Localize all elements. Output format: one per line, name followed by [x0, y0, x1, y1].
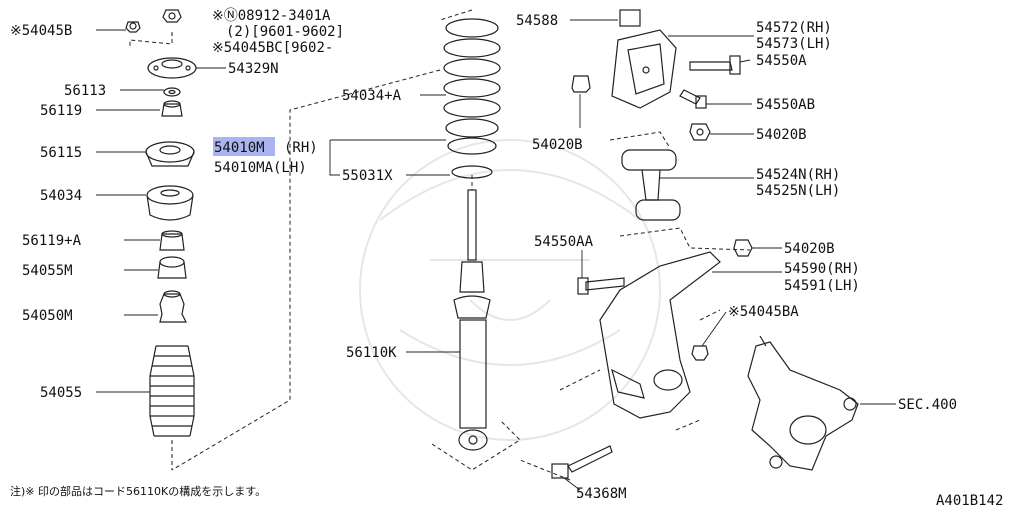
- part-54550A-bolt[interactable]: [689, 55, 741, 75]
- label-54020B-c[interactable]: 54020B: [784, 241, 835, 257]
- part-54550AB-bolt[interactable]: [679, 89, 707, 109]
- label-54055[interactable]: 54055: [40, 385, 82, 401]
- label-54045BC[interactable]: ※54045BC[9602-: [212, 40, 333, 56]
- label-SEC400[interactable]: SEC.400: [898, 397, 957, 413]
- label-54010M[interactable]: 54010M: [214, 140, 265, 156]
- label-56115[interactable]: 56115: [40, 145, 82, 161]
- label-54010M-side: (RH): [284, 140, 318, 156]
- watermark-emblem: [359, 139, 661, 441]
- label-54588[interactable]: 54588: [516, 13, 558, 29]
- label-54329N[interactable]: 54329N: [228, 61, 279, 77]
- part-54329N-mount[interactable]: [147, 57, 197, 79]
- part-54020B-nut-c[interactable]: [733, 239, 753, 257]
- part-54055-dust-boot[interactable]: [149, 345, 195, 437]
- part-54045B-nut[interactable]: [125, 21, 141, 33]
- label-56110K[interactable]: 56110K: [346, 345, 397, 361]
- part-54020B-nut-a[interactable]: [571, 75, 591, 93]
- label-54020B-b[interactable]: 54020B: [756, 127, 807, 143]
- part-SEC400-knuckle[interactable]: [747, 335, 859, 471]
- label-54045B[interactable]: ※54045B: [10, 23, 72, 39]
- part-56119A-bushing[interactable]: [159, 230, 185, 251]
- label-54573[interactable]: 54573(LH): [756, 36, 832, 52]
- label-54045BA[interactable]: ※54045BA: [728, 304, 799, 320]
- assembly-line-left: [129, 32, 173, 470]
- label-54591[interactable]: 54591(LH): [784, 278, 860, 294]
- label-56119A[interactable]: 56119+A: [22, 233, 82, 249]
- label-56113[interactable]: 56113: [64, 83, 106, 99]
- part-54524N-upper-link[interactable]: [621, 149, 681, 221]
- label-54368M[interactable]: 54368M: [576, 486, 627, 502]
- part-54550AA-bolt[interactable]: [577, 277, 625, 295]
- label-54550AA[interactable]: 54550AA: [534, 234, 594, 250]
- part-54055M-bumper[interactable]: [157, 256, 187, 279]
- assembly-line-right: [519, 131, 751, 481]
- label-54550A[interactable]: 54550A: [756, 53, 807, 69]
- part-54590-lower-arm[interactable]: [599, 251, 721, 419]
- label-54034[interactable]: 54034: [40, 188, 82, 204]
- label-55031X[interactable]: 55031X: [342, 168, 393, 184]
- label-54055M[interactable]: 54055M: [22, 263, 73, 279]
- part-54572-upper-bracket[interactable]: [611, 29, 677, 109]
- label-54020B-a[interactable]: 54020B: [532, 137, 583, 153]
- assembly-line-center: [171, 9, 521, 471]
- part-54034-seat[interactable]: [146, 185, 194, 221]
- part-56119-bushing[interactable]: [161, 100, 183, 117]
- footnote: 注)※ 印の部品はコード56110Kの構成を示します。: [10, 484, 266, 498]
- part-56113-washer[interactable]: [163, 87, 181, 97]
- label-08912-qty: (2)[9601-9602]: [226, 24, 344, 40]
- label-54010MA[interactable]: 54010MA(LH): [214, 160, 307, 176]
- label-08912[interactable]: ※Ⓝ08912-3401A: [212, 8, 331, 24]
- part-08912-nut[interactable]: [162, 9, 182, 23]
- label-54525N[interactable]: 54525N(LH): [756, 183, 840, 199]
- label-54590[interactable]: 54590(RH): [784, 261, 860, 277]
- part-54050M-bound-bumper[interactable]: [159, 290, 187, 323]
- part-54020B-nut-b[interactable]: [689, 123, 711, 141]
- part-labels: ※54045B ※Ⓝ08912-3401A (2)[9601-9602] ※54…: [10, 8, 957, 502]
- part-56110K-shock-absorber[interactable]: [453, 189, 491, 451]
- part-56115-seat[interactable]: [145, 141, 195, 167]
- label-54034A[interactable]: 54034+A: [342, 88, 402, 104]
- label-54572[interactable]: 54572(RH): [756, 20, 832, 36]
- leader-lines: [96, 19, 896, 491]
- part-54010M-coil-spring[interactable]: [443, 18, 501, 155]
- label-54050M[interactable]: 54050M: [22, 308, 73, 324]
- label-54550AB[interactable]: 54550AB: [756, 97, 815, 113]
- part-54588-bracket-clip[interactable]: [619, 9, 641, 27]
- label-56119[interactable]: 56119: [40, 103, 82, 119]
- highlight-54010M: [213, 137, 275, 156]
- part-54368M-bolt[interactable]: [551, 445, 613, 479]
- label-54524N[interactable]: 54524N(RH): [756, 167, 840, 183]
- part-54045BA-nut[interactable]: [691, 345, 709, 361]
- diagram-id: A401B142: [936, 493, 1003, 509]
